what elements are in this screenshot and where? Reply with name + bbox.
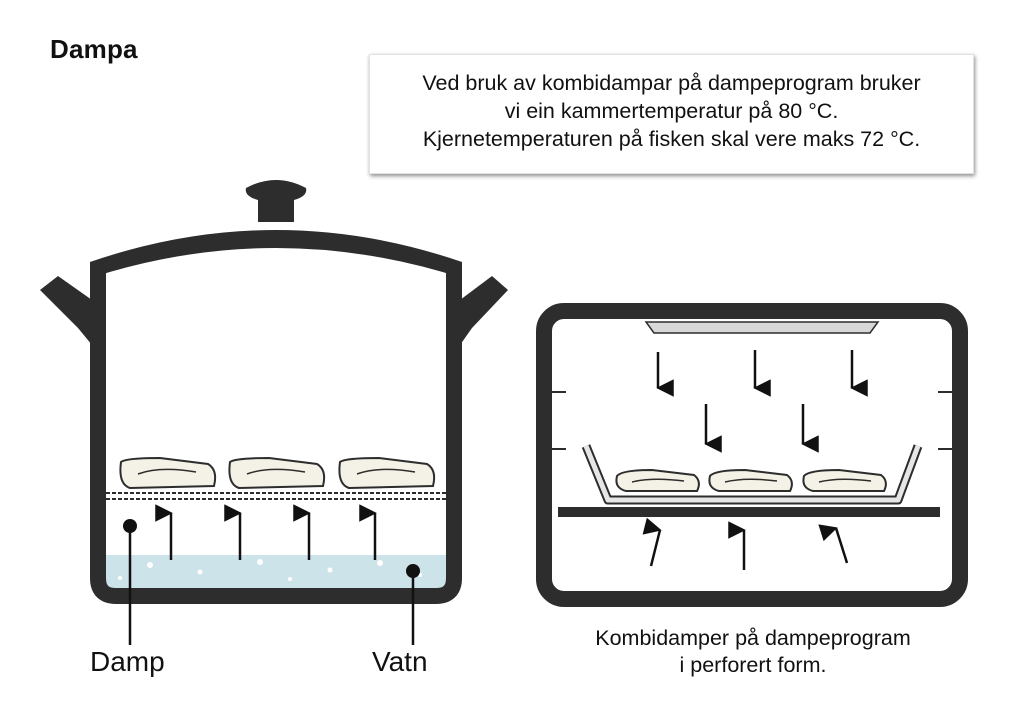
- rack-rails: [552, 391, 952, 450]
- steam-up-arrows: [642, 517, 849, 570]
- steamer-cabinet: [536, 303, 968, 607]
- combi-steamer: [536, 303, 968, 607]
- steam-outlet: [644, 321, 880, 334]
- label-steam: Damp: [90, 646, 165, 677]
- info-line-1: Ved bruk av kombidampar på dampeprogram …: [422, 71, 921, 95]
- steamer-caption: Kombidamper på dampeprogram i perforert …: [548, 625, 958, 679]
- steam-pot: [40, 180, 508, 645]
- fish-fillet: [338, 456, 436, 490]
- pot-handle-right: [460, 276, 508, 345]
- info-line-3: Kjernetemperaturen på fisken skal vere m…: [422, 127, 921, 151]
- caption-line-2: i perforert form.: [679, 653, 827, 677]
- info-line-2: vi ein kammertemperatur på 80 °C.: [504, 99, 839, 123]
- pot-lid: [90, 230, 462, 278]
- label-water: Vatn: [372, 646, 428, 677]
- steam-down-arrows: [656, 350, 868, 453]
- lid-knob: [245, 180, 307, 222]
- caption-line-1: Kombidamper på dampeprogram: [595, 626, 911, 650]
- fish-fillet: [228, 456, 326, 490]
- steam-arrows: [155, 504, 377, 560]
- fish-fillet: [802, 468, 887, 492]
- water: [104, 555, 447, 588]
- fish-fillet: [615, 468, 700, 492]
- info-box: Ved bruk av kombidampar på dampeprogram …: [369, 54, 974, 174]
- pot-handle-left: [40, 276, 92, 345]
- page-title: Dampa: [50, 34, 138, 64]
- fish-fillet: [708, 468, 793, 492]
- water-bubbles: [118, 559, 422, 581]
- pot-body: [90, 270, 462, 604]
- fish-fillet: [119, 456, 217, 490]
- rack-shelf: [558, 507, 940, 517]
